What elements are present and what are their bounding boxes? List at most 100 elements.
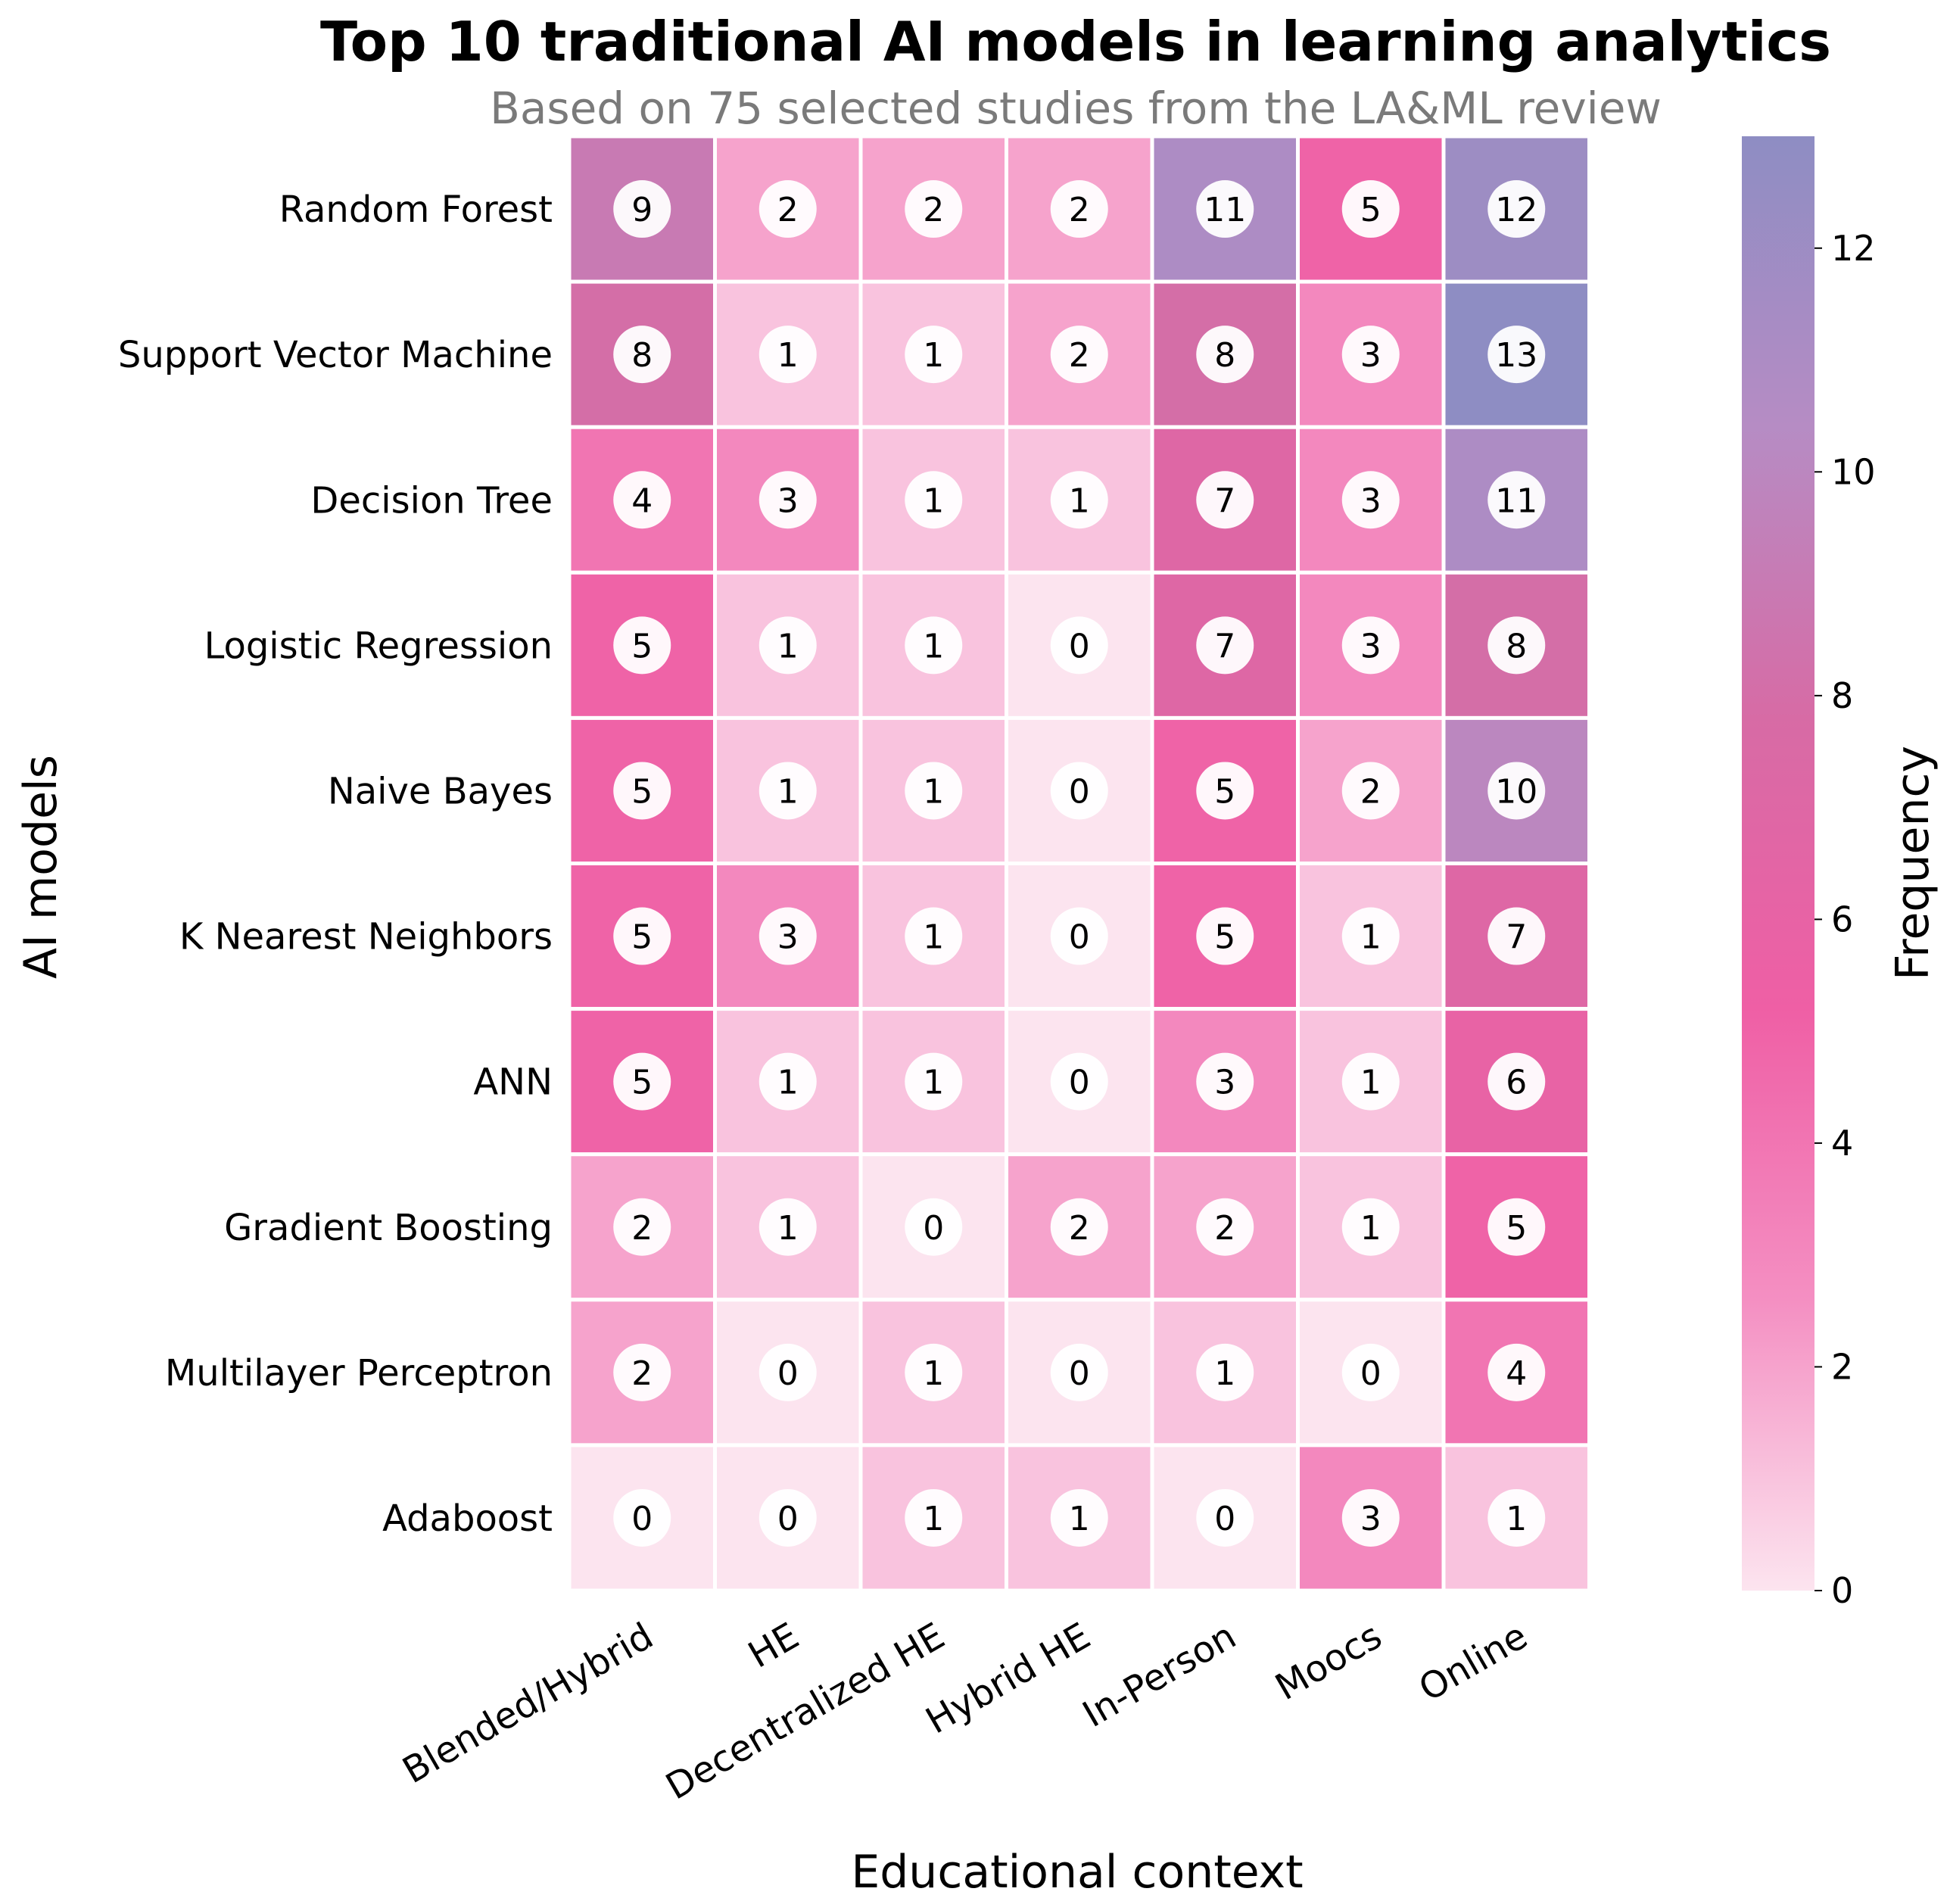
cell-value-label: 1 xyxy=(1360,918,1382,957)
cell-value-label: 4 xyxy=(631,481,653,520)
cell-value-label: 3 xyxy=(777,918,799,957)
cell-value-badge xyxy=(759,907,817,965)
cell-value-label: 0 xyxy=(1069,627,1090,665)
cell-value-badge xyxy=(1050,1052,1108,1111)
cell-value-badge xyxy=(613,762,671,820)
cell-value-label: 2 xyxy=(631,1209,653,1248)
cell-value-label: 3 xyxy=(1360,336,1382,375)
cell-value-label: 1 xyxy=(777,336,799,375)
cell-value-label: 0 xyxy=(1069,772,1090,811)
cell-value-badge xyxy=(1487,762,1546,820)
cell-value-badge xyxy=(1487,907,1546,965)
column-label: HE xyxy=(741,1615,806,1677)
column-label: Blended/Hybrid xyxy=(396,1615,661,1792)
cell-value-label: 9 xyxy=(631,191,653,229)
row-label: ANN xyxy=(473,1061,553,1104)
cell-value-badge xyxy=(613,1052,671,1111)
cell-value-label: 1 xyxy=(1360,1064,1382,1102)
cell-value-badge xyxy=(759,180,817,238)
cell-value-badge xyxy=(1341,1343,1400,1401)
cell-value-label: 1 xyxy=(1069,1500,1090,1538)
colorbar-tick-label: 0 xyxy=(1831,1570,1853,1611)
cell-value-label: 2 xyxy=(631,1354,653,1393)
cell-value-badge xyxy=(905,1052,963,1111)
cell-value-badge xyxy=(759,1488,817,1547)
cell-value-label: 1 xyxy=(777,1064,799,1102)
colorbar-tick-label: 4 xyxy=(1831,1123,1853,1164)
cell-value-label: 0 xyxy=(1360,1354,1382,1393)
cell-value-badge xyxy=(905,907,963,965)
cell-value-badge xyxy=(613,471,671,529)
cell-value-label: 1 xyxy=(777,1209,799,1248)
cell-value-label: 2 xyxy=(1360,772,1382,811)
cell-value-badge xyxy=(1341,326,1400,384)
cell-value-label: 0 xyxy=(1069,1354,1090,1393)
cell-value-badge xyxy=(905,471,963,529)
cell-value-label: 2 xyxy=(1069,336,1090,375)
cell-value-label: 5 xyxy=(1506,1209,1527,1248)
cell-value-label: 5 xyxy=(631,772,653,811)
cell-value-label: 1 xyxy=(923,772,944,811)
column-label: Hybrid HE xyxy=(919,1615,1098,1743)
cell-value-label: 10 xyxy=(1495,772,1537,811)
x-axis-label: Educational context xyxy=(851,1846,1303,1899)
cell-value-label: 1 xyxy=(1069,481,1090,520)
cell-value-badge xyxy=(1487,616,1546,675)
cell-value-badge xyxy=(1050,326,1108,384)
cell-value-label: 2 xyxy=(777,191,799,229)
cell-value-badge xyxy=(905,180,963,238)
cell-value-badge xyxy=(1341,180,1400,238)
cell-value-label: 0 xyxy=(1214,1500,1235,1538)
cell-value-label: 12 xyxy=(1495,191,1537,229)
chart-title: Top 10 traditional AI models in learning… xyxy=(320,10,1831,73)
cell-value-badge xyxy=(1050,471,1108,529)
cell-value-badge xyxy=(1050,1198,1108,1256)
column-label: Decentralized HE xyxy=(659,1615,952,1809)
cell-value-label: 8 xyxy=(631,336,653,375)
cell-value-badge xyxy=(613,1198,671,1256)
row-label: Multilayer Perceptron xyxy=(165,1352,553,1395)
row-label: Adaboost xyxy=(382,1497,553,1540)
cell-value-badge xyxy=(1341,471,1400,529)
heatmap-cell xyxy=(1005,570,1154,720)
cell-value-badge xyxy=(613,180,671,238)
cell-value-badge xyxy=(759,1052,817,1111)
cell-value-badge xyxy=(905,1343,963,1401)
cell-value-badge xyxy=(1341,1198,1400,1256)
colorbar-label: Frequency xyxy=(1886,746,1939,980)
row-label: Decision Tree xyxy=(310,479,553,522)
heatmap-cell xyxy=(1441,570,1591,720)
cell-value-label: 2 xyxy=(1069,191,1090,229)
cell-value-badge xyxy=(1050,907,1108,965)
cell-value-badge xyxy=(1196,326,1254,384)
cell-value-badge xyxy=(613,1488,671,1547)
cell-value-badge xyxy=(1050,1488,1108,1547)
cell-value-label: 3 xyxy=(1360,481,1382,520)
column-label: Online xyxy=(1412,1615,1534,1710)
cell-value-label: 1 xyxy=(923,481,944,520)
cell-value-label: 1 xyxy=(923,627,944,665)
cell-value-badge xyxy=(759,471,817,529)
cell-value-badge xyxy=(905,1488,963,1547)
cell-value-label: 2 xyxy=(1214,1209,1235,1248)
cell-value-badge xyxy=(1196,1488,1254,1547)
cell-value-label: 2 xyxy=(923,191,944,229)
cell-value-label: 1 xyxy=(777,627,799,665)
row-label: Logistic Regression xyxy=(204,625,553,667)
cell-value-badge xyxy=(759,762,817,820)
cell-value-label: 0 xyxy=(777,1500,799,1538)
cell-value-badge xyxy=(905,616,963,675)
cell-value-badge xyxy=(759,616,817,675)
colorbar-tick-label: 12 xyxy=(1831,228,1876,269)
cell-value-badge xyxy=(1341,1052,1400,1111)
cell-value-badge xyxy=(759,1343,817,1401)
cell-value-label: 0 xyxy=(631,1500,653,1538)
cell-value-label: 2 xyxy=(1069,1209,1090,1248)
cell-value-badge xyxy=(1487,1052,1546,1111)
cell-value-badge xyxy=(905,1198,963,1256)
row-label: Random Forest xyxy=(279,189,553,231)
cell-value-label: 0 xyxy=(923,1209,944,1248)
